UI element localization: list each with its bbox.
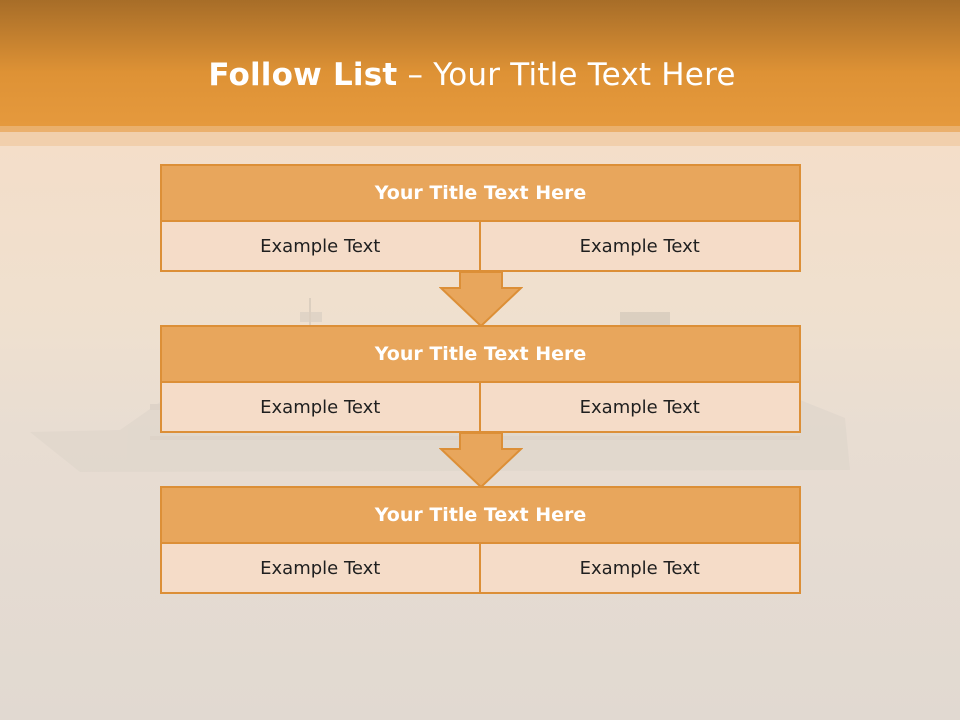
block-row: Example Text Example Text bbox=[160, 383, 801, 433]
block-cell-right: Example Text bbox=[480, 383, 801, 433]
title-bold: Follow List bbox=[208, 57, 398, 93]
down-arrow-icon bbox=[439, 433, 523, 489]
block-title: Your Title Text Here bbox=[160, 325, 801, 383]
block-cell-right: Example Text bbox=[480, 222, 801, 272]
slide-title: Follow List – Your Title Text Here bbox=[0, 52, 944, 98]
title-rest: – Your Title Text Here bbox=[397, 57, 736, 93]
block-cell-left: Example Text bbox=[160, 222, 481, 272]
block-cell-left: Example Text bbox=[160, 544, 481, 594]
block-row: Example Text Example Text bbox=[160, 222, 801, 272]
follow-block-2: Your Title Text Here Example Text Exampl… bbox=[160, 325, 801, 433]
follow-block-1: Your Title Text Here Example Text Exampl… bbox=[160, 164, 801, 272]
block-row: Example Text Example Text bbox=[160, 544, 801, 594]
block-cell-left: Example Text bbox=[160, 383, 481, 433]
follow-block-3: Your Title Text Here Example Text Exampl… bbox=[160, 486, 801, 594]
block-title: Your Title Text Here bbox=[160, 486, 801, 544]
down-arrow-icon bbox=[439, 272, 523, 328]
block-title: Your Title Text Here bbox=[160, 164, 801, 222]
block-cell-right: Example Text bbox=[480, 544, 801, 594]
